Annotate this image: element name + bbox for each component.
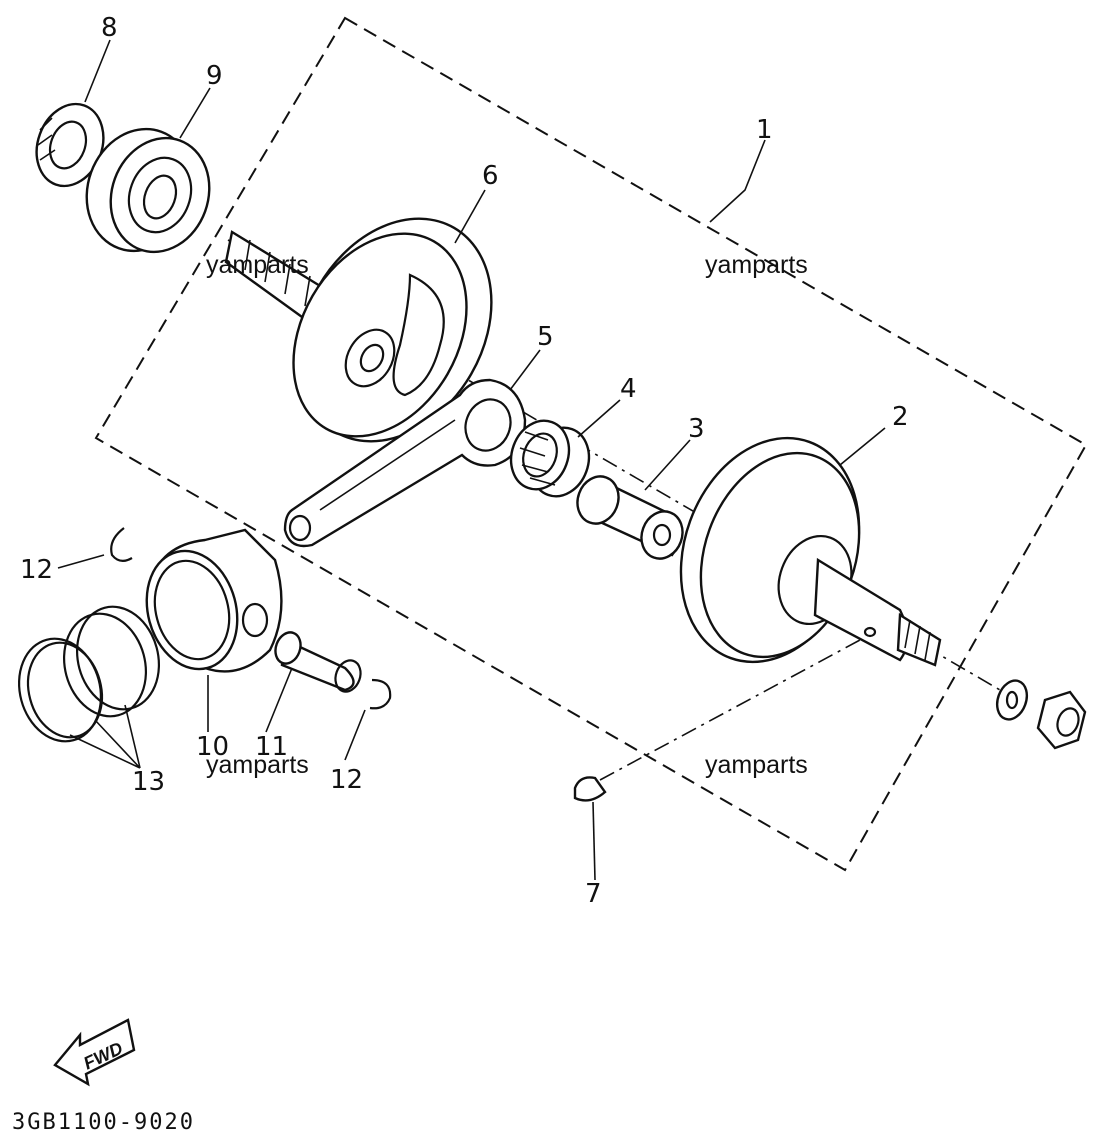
callout-4: 4 xyxy=(620,374,637,404)
crank-pin xyxy=(576,475,684,560)
washer xyxy=(995,679,1029,721)
callout-8: 8 xyxy=(101,13,118,43)
woodruff-key xyxy=(573,776,607,802)
callout-5: 5 xyxy=(537,322,554,352)
callout-2: 2 xyxy=(892,402,909,432)
left-crank-half xyxy=(224,217,493,443)
callout-1: 1 xyxy=(756,115,773,145)
needle-bearing xyxy=(509,419,591,498)
callout-6: 6 xyxy=(482,161,499,191)
callout-13: 13 xyxy=(132,767,165,797)
crankshaft-assembly-boundary xyxy=(94,16,1088,872)
connecting-rod xyxy=(283,378,527,548)
callout-12-left: 12 xyxy=(20,555,53,585)
callout-11: 11 xyxy=(255,732,288,762)
watermark-2: yamparts xyxy=(705,251,808,279)
forward-arrow-icon: FWD xyxy=(53,1018,136,1087)
watermark-3: yamparts xyxy=(206,751,309,779)
diagram-code: 3GB1100-9020 xyxy=(12,1110,195,1135)
nut xyxy=(1036,690,1087,750)
right-crank-half xyxy=(679,436,942,667)
callout-7: 7 xyxy=(585,879,602,909)
watermark-1: yamparts xyxy=(206,251,309,279)
callout-12-right: 12 xyxy=(330,765,363,795)
callout-9: 9 xyxy=(206,61,223,91)
watermark-4: yamparts xyxy=(705,751,808,779)
piston-pin xyxy=(274,631,362,693)
main-bearing xyxy=(85,127,211,254)
circlip-right xyxy=(369,678,392,710)
circlip-left xyxy=(110,527,133,562)
piston xyxy=(145,528,283,673)
callout-10: 10 xyxy=(196,732,229,762)
callout-3: 3 xyxy=(688,414,705,444)
piston-rings xyxy=(17,605,161,743)
